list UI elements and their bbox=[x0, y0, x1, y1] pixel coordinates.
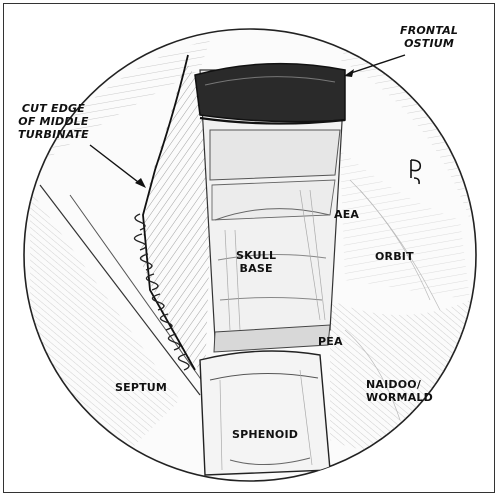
frontal-ostium-pointer bbox=[347, 54, 406, 75]
label-sphenoid: SPHENOID bbox=[232, 428, 299, 441]
label-cut-edge-middle-turbinate: CUT EDGE OF MIDDLE TURBINATE bbox=[18, 102, 89, 141]
image-border bbox=[3, 3, 495, 493]
middle-turbinate-region bbox=[140, 60, 215, 375]
cut-edge-pointer bbox=[89, 144, 143, 186]
label-aea: AEA bbox=[334, 208, 360, 221]
cut-edge-line bbox=[142, 54, 196, 371]
label-skull-base: SKULL BASE bbox=[236, 249, 277, 275]
label-pea: PEA bbox=[318, 335, 343, 348]
frontal-ostium bbox=[194, 62, 346, 123]
wavy-edge bbox=[133, 213, 190, 371]
label-orbit: ORBIT bbox=[375, 250, 414, 263]
label-septum: SEPTUM bbox=[115, 381, 168, 394]
artist-signature bbox=[410, 159, 422, 185]
label-naidoo-wormald: NAIDOO/ WORMALD bbox=[366, 378, 433, 404]
sphenoid-region bbox=[199, 350, 331, 476]
label-frontal-ostium: FRONTAL OSTIUM bbox=[400, 24, 459, 50]
